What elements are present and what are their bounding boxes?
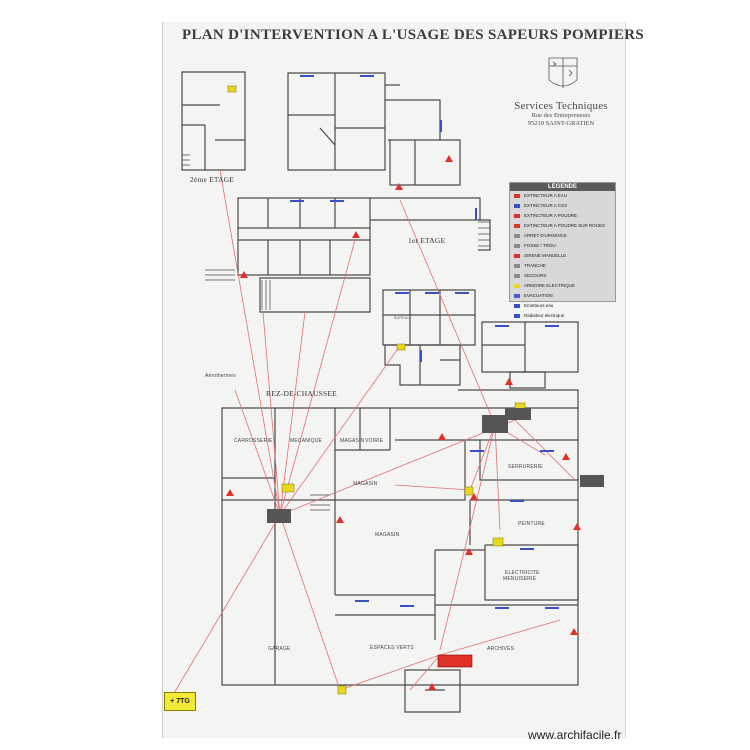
legend-item: ARRET D'URGENCE [510,231,615,241]
room-garage: GARAGE [268,646,291,652]
legend-item: FOSSE / TROU [510,241,615,251]
legend-label: TRANCHE [524,263,546,268]
electrical-panel-markers [227,85,526,695]
second-floor-plan [181,71,461,186]
legend-item: EVACUATION [510,291,615,301]
legend-item: EXTINCTEUR A EAU [510,191,615,201]
organization-city: 95210 SAINT-GRATIEN [527,120,595,127]
room-electricite: ELECTRICITE [505,570,540,576]
legend-label: ARRET D'URGENCE [524,233,568,238]
extinguisher-markers [226,155,581,690]
legend-item: Emetteurs eau [510,301,615,311]
legend-swatch [514,244,520,248]
room-carrosserie: CARROSSERIE [234,438,273,444]
watermark: www.archifacile.fr [528,728,622,742]
aerothermes-label: Aérothermes [205,373,236,379]
plan-sheet [162,22,626,738]
legend-label: Radiateur electrique [524,313,565,318]
room-magasin-main: MAGASIN [375,532,400,538]
room-magasin-mid: MAGASIN [353,481,378,487]
legend-swatch [514,274,520,278]
legend-item: TRANCHE [510,261,615,271]
assembly-badge: + 7TG [164,692,196,711]
organization-street: Rue des Entrepreneurs [531,112,591,119]
legend-swatch [514,294,520,298]
legend-panel: LEGENDE EXTINCTEUR A EAU EXTINCTEUR A CO2… [509,182,616,318]
legend-label: SECOURS [524,273,547,278]
legend-item: ARMOIRE ELECTRIQUE [510,281,615,291]
emergency-stop-markers [267,408,604,523]
legend-swatch [514,234,520,238]
room-espaces-verts: ESPACES VERTS [370,645,414,651]
legend-swatch [514,314,520,318]
room-menuiserie: MENUISERIE [503,576,537,582]
legend-item: EXTINCTEUR A POUDRE SUR ROUES [510,221,615,231]
city-logo [548,57,578,88]
legend-swatch [514,204,520,208]
legend-label: EXTINCTEUR A EAU [524,193,568,198]
stairs [182,154,490,511]
legend-label: FOSSE / TROU [524,243,556,248]
legend-item: SECOURS [510,271,615,281]
legend-label: ARMOIRE ELECTRIQUE [524,283,576,288]
legend-label: EXTINCTEUR A CO2 [524,203,568,208]
room-voirie: VOIRIE [365,438,384,444]
legend-title: LEGENDE [510,183,615,191]
alarm-panel [437,654,473,668]
legend-swatch [514,304,520,308]
heater-markers [290,75,559,609]
room-bureau: BUREAU [394,316,411,320]
legend-label: SIRENE MANUELLE [524,253,567,258]
legend-item: EXTINCTEUR A CO2 [510,201,615,211]
organization-name: Services Techniques [514,100,608,112]
legend-label: Emetteurs eau [524,303,554,308]
floor-label-second: 2ème ETAGE [190,175,235,184]
legend-swatch [514,214,520,218]
legend-label: EVACUATION [524,293,553,298]
organization-block: Services Techniques Rue des Entrepreneur… [505,100,617,128]
room-peinture: PEINTURE [518,521,545,527]
floor-label-ground: REZ-DE-CHAUSSEE [266,389,337,398]
legend-item: Radiateur electrique [510,311,615,321]
legend-swatch [514,254,520,258]
ground-floor-plan [221,389,579,713]
legend-swatch [514,284,520,288]
legend-label: EXTINCTEUR A POUDRE SUR ROUES [524,223,606,228]
evacuation-lines [169,169,576,701]
plan-title: PLAN D'INTERVENTION A L'USAGE DES SAPEUR… [182,27,645,43]
legend-swatch [514,224,520,228]
legend-label: EXTINCTEUR A POUDRE [524,213,578,218]
legend-item: SIRENE MANUELLE [510,251,615,261]
floor-label-first: 1er ETAGE [408,236,446,245]
room-archives: ARCHIVES [487,646,515,652]
legend-swatch [514,264,520,268]
room-mecanique: MECANIQUE [290,438,323,444]
room-serrurerie: SERRURERIE [508,464,543,470]
legend-swatch [514,194,520,198]
room-magasin-top: MAGASIN [340,438,365,444]
legend-item: EXTINCTEUR A POUDRE [510,211,615,221]
